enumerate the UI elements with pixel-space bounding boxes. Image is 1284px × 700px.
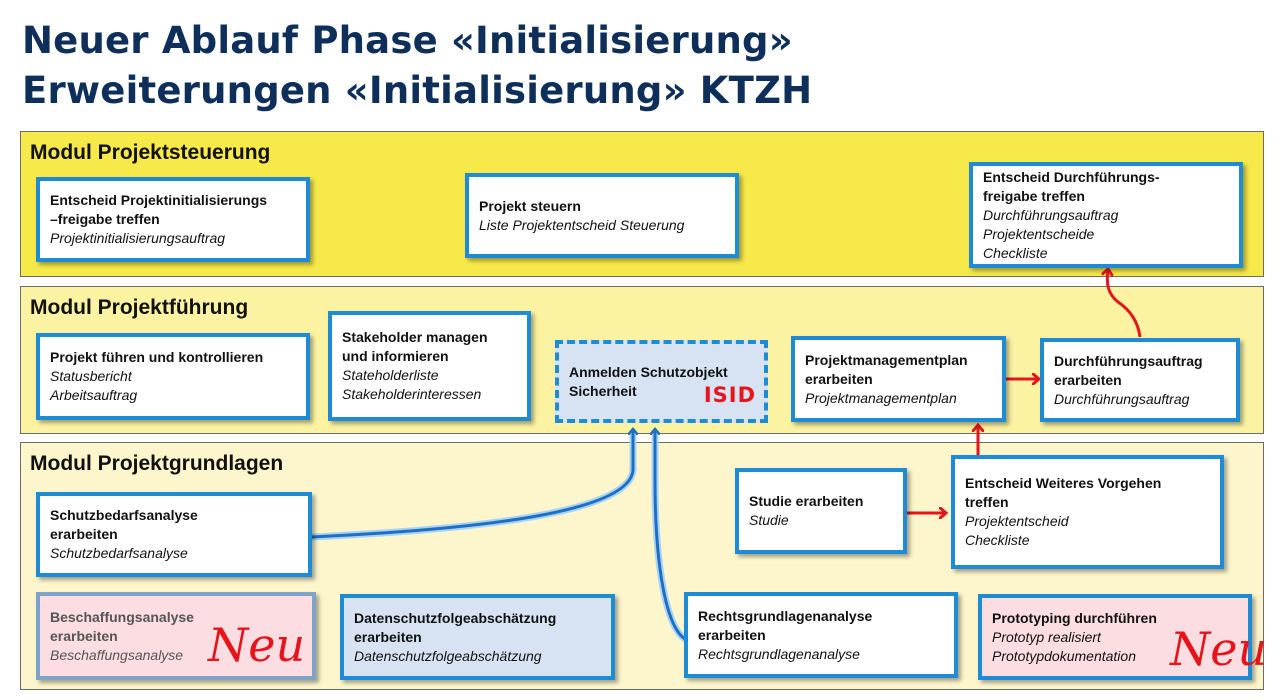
box-title: freigabe treffen — [983, 187, 1085, 204]
box-prototyping: Prototyping durchführen Prototyp realisi… — [978, 594, 1267, 680]
box-title: Entscheid Durchführungs- — [983, 168, 1160, 185]
box-title: Sicherheit — [569, 382, 637, 399]
box-output: Stakeholderinteressen — [342, 386, 482, 402]
box-title: erarbeiten — [50, 526, 118, 542]
box-title: Rechtsgrundlagenanalyse — [698, 607, 873, 624]
box-title: erarbeiten — [698, 626, 766, 643]
box-studie: Studie erarbeiten Studie — [735, 468, 907, 554]
box-title: Projektmanagementplan — [805, 351, 968, 368]
box-output: Prototypdokumentation — [992, 647, 1136, 664]
box-output: Arbeitsauftrag — [50, 387, 138, 403]
box-projektmanagementplan: Projektmanagementplan erarbeiten Projekt… — [791, 336, 1006, 422]
box-projekt-fuehren: Projekt führen und kontrollieren Statusb… — [36, 333, 310, 420]
box-title: treffen — [965, 494, 1009, 510]
box-output: Liste Projektentscheid Steuerung — [479, 216, 685, 233]
band-title-projektgrundlagen: Modul Projektgrundlagen — [30, 452, 284, 475]
box-output: Datenschutzfolgeabschätzung — [354, 647, 542, 664]
box-entscheid-projektinitialisierung: Entscheid Projektinitialisierungs –freig… — [36, 177, 310, 262]
box-title: Projekt steuern — [479, 197, 581, 214]
box-output: Schutzbedarfsanalyse — [50, 545, 188, 561]
box-title: Durchführungsauftrag — [1054, 352, 1203, 369]
arrow-durch-auftrag-to-entscheid-durch — [1107, 270, 1142, 338]
box-title: erarbeiten — [50, 627, 118, 644]
box-anmelden-schutzobjekt: Anmelden Schutzobjekt Sicherheit ISID — [555, 340, 768, 423]
band-title-projektsteuerung: Modul Projektsteuerung — [30, 141, 271, 164]
box-output: Projektinitialisierungsauftrag — [50, 230, 226, 246]
arrow-schutzbedarf-to-anmelden — [311, 430, 637, 541]
neu-tag: Neu — [1170, 622, 1268, 676]
box-title: Beschaffungsanalyse — [50, 608, 194, 625]
box-output: Checkliste — [965, 532, 1030, 548]
box-title: erarbeiten — [1054, 371, 1122, 388]
band-title-projektfuehrung: Modul Projektführung — [30, 296, 249, 319]
neu-tag: Neu — [208, 618, 306, 672]
box-rechtsgrundlagenanalyse: Rechtsgrundlagenanalyse erarbeiten Recht… — [684, 592, 958, 678]
box-output: Rechtsgrundlagenanalyse — [698, 645, 860, 662]
box-output: Projektmanagementplan — [805, 389, 957, 406]
box-title: und informieren — [342, 348, 449, 364]
box-title: Stakeholder managen — [342, 329, 488, 345]
isid-tag: ISID — [703, 383, 756, 407]
box-output: Statusbericht — [50, 368, 132, 384]
box-entscheid-durchfuehrungsfreigabe: Entscheid Durchführungs- freigabe treffe… — [969, 162, 1243, 268]
page-title-line-1: Neuer Ablauf Phase «Initialisierung» — [22, 19, 793, 62]
box-output: Prototyp realisiert — [992, 628, 1101, 645]
page-title-line-2: Erweiterungen «Initialisierung» KTZH — [22, 69, 813, 112]
box-projekt-steuern: Projekt steuern Liste Projektentscheid S… — [465, 173, 739, 258]
box-output: Projektentscheid — [965, 513, 1069, 529]
box-output: Projektentscheide — [983, 225, 1095, 242]
box-title: Schutzbedarfsanalyse — [50, 507, 198, 523]
box-durchfuehrungsauftrag: Durchführungsauftrag erarbeiten Durchfüh… — [1040, 338, 1240, 422]
box-title: Entscheid Projektinitialisierungs — [50, 192, 268, 208]
box-title: Entscheid Weiteres Vorgehen — [965, 475, 1162, 491]
box-title: –freigabe treffen — [50, 211, 160, 227]
box-title: Prototyping durchführen — [992, 609, 1157, 626]
arrow-rechtsgrundlagen-to-anmelden — [651, 430, 689, 644]
box-output: Beschaffungsanalyse — [50, 646, 184, 663]
box-beschaffungsanalyse: Beschaffungsanalyse erarbeiten Beschaffu… — [36, 592, 316, 680]
box-title: Datenschutzfolgeabschätzung — [354, 609, 557, 626]
box-title: erarbeiten — [805, 370, 873, 387]
box-output: Durchführungsauftrag — [983, 206, 1119, 223]
box-entscheid-weiteres-vorgehen: Entscheid Weiteres Vorgehen treffen Proj… — [951, 455, 1224, 569]
box-title: erarbeiten — [354, 628, 422, 645]
box-title: Projekt führen und kontrollieren — [50, 349, 264, 365]
box-output: Studie — [749, 512, 789, 528]
box-output: Checkliste — [983, 244, 1048, 261]
box-schutzbedarfsanalyse: Schutzbedarfsanalyse erarbeiten Schutzbe… — [36, 492, 312, 577]
box-title: Anmelden Schutzobjekt — [569, 363, 728, 380]
box-datenschutzfolgeabschaetzung: Datenschutzfolgeabschätzung erarbeiten D… — [340, 594, 615, 680]
box-title: Studie erarbeiten — [749, 493, 864, 509]
box-output: Stateholderliste — [342, 367, 439, 383]
box-stakeholder: Stakeholder managen und informieren Stat… — [328, 311, 531, 421]
box-output: Durchführungsauftrag — [1054, 390, 1190, 407]
